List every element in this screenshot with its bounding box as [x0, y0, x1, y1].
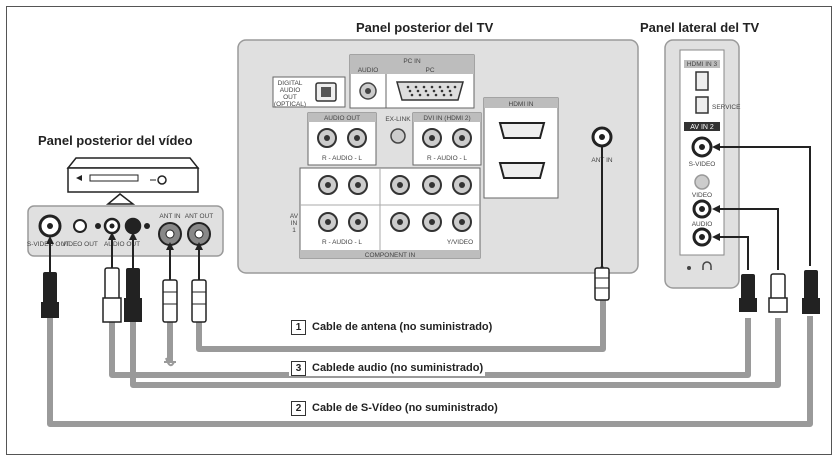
audio-out-rl-label: R - AUDIO - L [322, 155, 362, 162]
hdmi-port-2 [498, 122, 546, 139]
side-av-in2-label: AV IN 2 [690, 124, 714, 131]
side-video-jack [694, 174, 710, 190]
hdmi-port-1 [498, 162, 546, 179]
cable-number-2: 2 [291, 401, 306, 416]
side-panel-arrows [716, 146, 811, 270]
cable-label-text-3: Cablede audio (no suministrado) [312, 362, 484, 374]
side-audio-label: AUDIO [692, 221, 713, 228]
vcr-rear-title: Panel posterior del vídeo [38, 133, 193, 148]
digital-audio-line4: (OPTICAL) [274, 101, 306, 108]
tv-rear-title: Panel posterior del TV [356, 20, 494, 35]
diagram-frame [6, 6, 832, 455]
cable-label-antenna: 1 Cable de antena (no suministrado) [289, 320, 495, 335]
component-in-label: COMPONENT IN [365, 252, 416, 259]
tv-antenna-plug [594, 146, 610, 301]
side-hdmi3-label: HDMI IN 3 [687, 61, 718, 68]
digital-audio-line3: OUT [283, 94, 297, 101]
tv-side-panel: HDMI IN 3 SERVICE AV IN 2 S-VIDEO VIDEO … [664, 39, 741, 289]
pc-audio-label: AUDIO [358, 67, 379, 74]
vcr-audio-out-label: AUDIO OUT [104, 241, 140, 248]
side-service-label: SERVICE [712, 104, 741, 111]
headphone-icon [702, 261, 712, 270]
audio-out-label: AUDIO OUT [324, 115, 360, 122]
arrow-audio-l [712, 205, 720, 213]
cable-label-text-1: Cable de antena (no suministrado) [312, 321, 493, 333]
cable-cut-end [164, 357, 176, 367]
side-hdmi3-port [695, 71, 709, 91]
vcr-arrows [49, 236, 200, 280]
antenna-cable [196, 300, 606, 352]
vcr-rear-panel: S-VIDEO OUT VIDEO OUT AUDIO OUT ANT IN A… [27, 205, 224, 257]
digital-audio-line2: AUDIO [280, 87, 301, 94]
vcr-s-video-out-label: S-VIDEO OUT [27, 241, 69, 248]
y-video-label: Y/VIDEO [447, 239, 473, 246]
dvi-in-label: DVI IN (HDMI 2) [423, 115, 470, 122]
audio-cable-white [130, 318, 781, 388]
s-video-cable [47, 316, 813, 427]
av-audio-rl-label: R - AUDIO - L [322, 239, 362, 246]
cable-number-3: 3 [291, 361, 306, 376]
dvi-audio-rl-label: R - AUDIO - L [427, 155, 467, 162]
arrow-s-video [712, 143, 720, 151]
cable-number-1: 1 [291, 320, 306, 335]
av-in-label-2: IN [291, 220, 298, 227]
vcr-ant-in-label: ANT IN [159, 213, 180, 220]
vcr-video-out-jack [73, 219, 87, 233]
side-service-port [695, 96, 709, 114]
av-in-label-1: AV [290, 213, 299, 220]
side-plugs [739, 270, 820, 314]
ex-link-jack [390, 128, 406, 144]
av-in-label-3: 1 [292, 227, 296, 234]
vcr-audio-out-l-jack [124, 217, 142, 235]
ex-link-label: EX-LINK [385, 116, 411, 123]
vcr-device [66, 157, 200, 193]
vga-port [396, 81, 464, 101]
digital-audio-line1: DIGITAL [278, 80, 303, 87]
cable-label-audio: 3 Cablede audio (no suministrado) [289, 361, 486, 376]
side-s-video-label: S-VIDEO [689, 161, 716, 168]
vcr-ant-out-label: ANT OUT [185, 213, 213, 220]
hdmi-in-label: HDMI IN [509, 101, 534, 108]
pc-label: PC [425, 67, 434, 74]
vcr-rear-arrow [105, 193, 136, 205]
arrow-audio-r [712, 233, 720, 241]
cable-label-text-2: Cable de S-Vídeo (no suministrado) [312, 402, 498, 414]
pc-in-label: PC IN [403, 58, 421, 65]
tv-side-title: Panel lateral del TV [640, 20, 760, 35]
component-jacks-row1 [318, 175, 472, 195]
vcr-plugs [41, 267, 207, 323]
cable-label-s-video: 2 Cable de S-Vídeo (no suministrado) [289, 401, 500, 416]
tv-rear-panel: PC IN AUDIO PC DIGITAL AUDIO OUT (OPTICA… [237, 39, 639, 274]
vcr-video-out-label: VIDEO OUT [62, 241, 98, 248]
side-video-label: VIDEO [692, 192, 712, 199]
component-jacks-row2 [318, 212, 472, 232]
